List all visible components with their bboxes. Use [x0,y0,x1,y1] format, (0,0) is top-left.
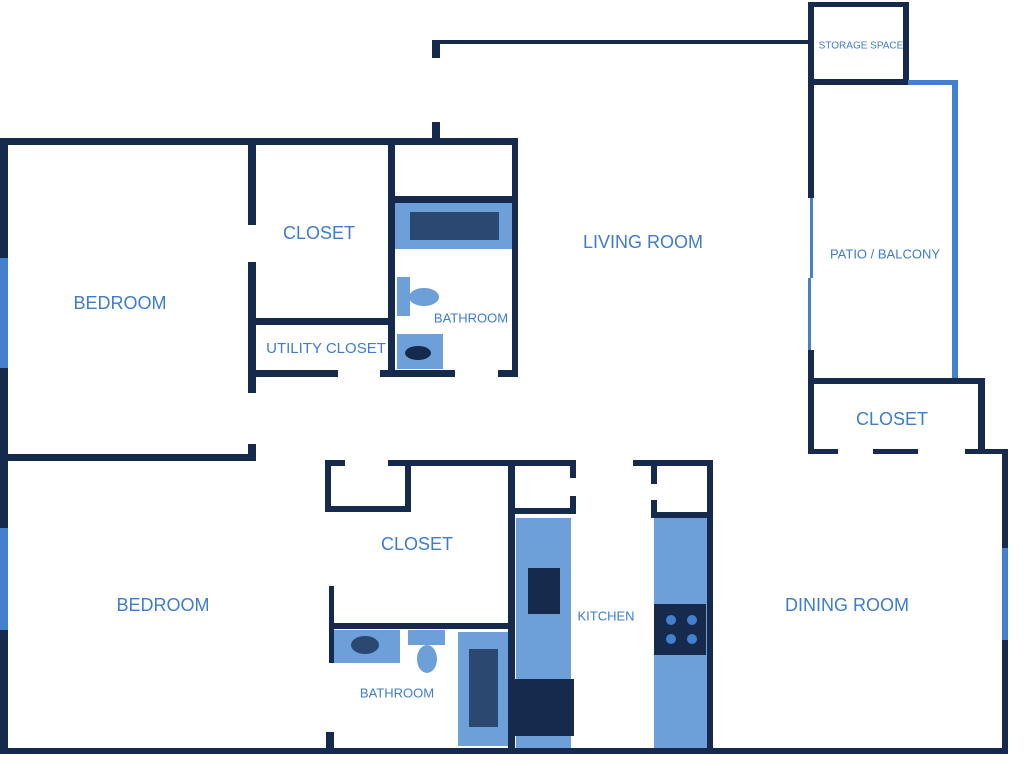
wall [388,145,395,377]
wall [248,370,338,377]
wall [651,512,713,518]
wall [808,2,908,7]
window [0,528,8,630]
kitchen-sink [528,568,560,614]
wall [570,496,576,514]
wall [380,370,455,377]
wall [248,145,256,225]
sink-basin [351,636,379,654]
wall [405,460,411,512]
room-label-utility-closet: UTILITY CLOSET [266,340,386,357]
wall [0,138,518,145]
room-label-bathroom-2: BATHROOM [360,685,434,700]
wall [432,40,810,44]
bathroom-1-fixtures [395,203,514,369]
room-label-dining-room: DINING ROOM [785,595,909,615]
room-label-closet-2: CLOSET [856,409,928,429]
wall [808,350,814,380]
window [1002,548,1008,640]
railing [908,80,958,85]
burner-icon [687,634,697,644]
wall [325,460,345,466]
wall [707,460,713,750]
room-label-living-room: LIVING ROOM [583,232,703,252]
room-label-closet-3: CLOSET [381,534,453,554]
wall [248,262,256,393]
patio-door [808,278,811,350]
toilet-bowl [409,288,439,306]
burner-icon [687,615,697,625]
wall [498,370,518,377]
wall [965,449,1008,454]
wall [0,454,256,461]
toilet-tank [397,277,410,316]
wall [808,378,985,384]
wall [325,460,331,512]
wall [248,444,256,461]
wall [248,318,390,325]
toilet-bowl [417,645,437,673]
room-label-bedroom-2: BEDROOM [116,595,209,615]
wall [325,506,411,512]
wall [808,449,838,454]
wall [808,79,909,85]
room-label-storage-space: STORAGE SPACE [819,41,904,52]
burner-icon [666,615,676,625]
room-label-patio-balcony: PATIO / BALCONY [830,246,940,261]
wall [570,460,576,478]
patio-door [810,198,813,278]
wall [903,2,909,84]
bathtub-basin [410,212,499,240]
toilet-tank [408,630,445,645]
walls [0,2,1008,754]
bathtub-basin [469,649,498,727]
refrigerator [515,679,574,736]
sink-basin [405,346,431,360]
wall [395,196,518,203]
stove [654,604,706,655]
wall [432,122,440,138]
wall [808,378,814,454]
wall [651,460,657,484]
window [0,258,8,368]
room-label-closet-1: CLOSET [283,223,355,243]
wall [432,40,440,58]
wall [978,378,985,452]
wall [633,460,713,466]
wall [873,449,918,454]
wall [0,138,8,754]
wall [515,508,576,514]
wall [808,2,814,82]
wall [808,82,814,198]
railing [952,80,958,380]
bathroom-2-fixtures [334,630,510,746]
room-label-bathroom-1: BATHROOM [434,310,508,325]
wall [326,732,334,750]
kitchen-fixtures [515,518,707,748]
wall [0,748,1008,754]
wall [651,500,657,518]
room-labels: BEDROOM CLOSET UTILITY CLOSET BATHROOM L… [73,41,940,701]
wall [329,623,510,629]
wall [508,460,515,750]
burner-icon [666,634,676,644]
room-label-kitchen: KITCHEN [577,608,634,623]
room-label-bedroom-1: BEDROOM [73,293,166,313]
wall [388,460,576,466]
wall [512,138,518,377]
